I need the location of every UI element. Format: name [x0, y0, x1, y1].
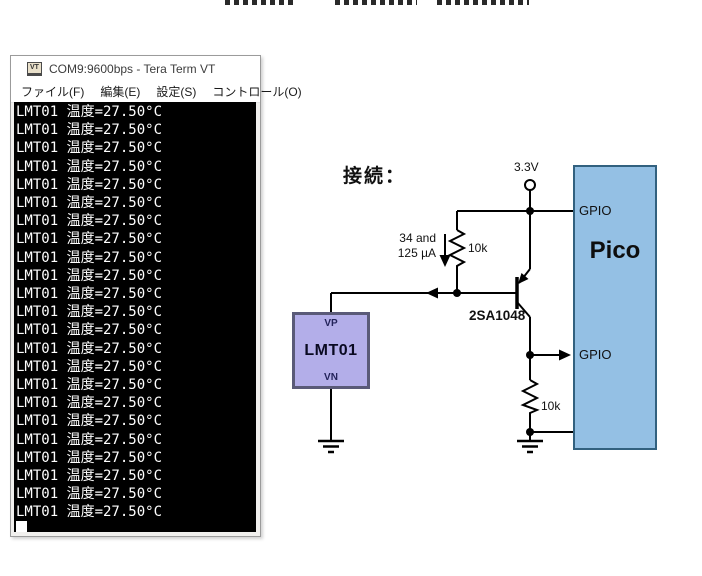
supply-voltage-label: 3.3V [514, 160, 539, 174]
gpio-bottom-label: GPIO [579, 347, 612, 362]
tera-term-vt-icon: VT [27, 61, 42, 76]
menu-setup[interactable]: 設定(S) [156, 85, 197, 99]
pico-box [573, 165, 657, 450]
menu-file[interactable]: ファイル(F) [21, 85, 85, 99]
diagram-heading: 接続： [343, 166, 407, 187]
terminal-screen[interactable]: LMT01 温度=27.50°C LMT01 温度=27.50°C LMT01 … [14, 102, 256, 532]
lmt01-name: LMT01 [304, 341, 358, 359]
menu-edit[interactable]: 編集(E) [100, 85, 141, 99]
menu-control[interactable]: コントロール(O) [212, 85, 302, 99]
resistor-top-label: 10k [468, 241, 488, 255]
gpio-top-label: GPIO [579, 203, 612, 218]
resistor-bottom-label: 10k [541, 399, 561, 413]
terminal-output: LMT01 温度=27.50°C LMT01 温度=27.50°C LMT01 … [16, 104, 163, 521]
window-title: COM9:9600bps - Tera Term VT [49, 61, 216, 76]
lmt01-box: VP LMT01 VN [292, 312, 370, 389]
lmt01-vn-pin: VN [324, 372, 338, 383]
title-bar[interactable]: VT COM9:9600bps - Tera Term VT [11, 56, 260, 81]
menu-bar: ファイル(F) 編集(E) 設定(S) コントロール(O) [11, 81, 302, 103]
cropped-text-fragment [437, 0, 529, 5]
current-label: 34 and 125 µA [397, 231, 436, 260]
tera-term-window: VT COM9:9600bps - Tera Term VT ファイル(F) 編… [10, 55, 302, 537]
cropped-text-fragment [335, 0, 417, 5]
transistor-label: 2SA1048 [469, 308, 526, 323]
terminal-cursor [16, 521, 27, 532]
pico-label: Pico [589, 237, 641, 264]
cropped-text-fragment [225, 0, 295, 5]
lmt01-vp-pin: VP [324, 318, 338, 329]
